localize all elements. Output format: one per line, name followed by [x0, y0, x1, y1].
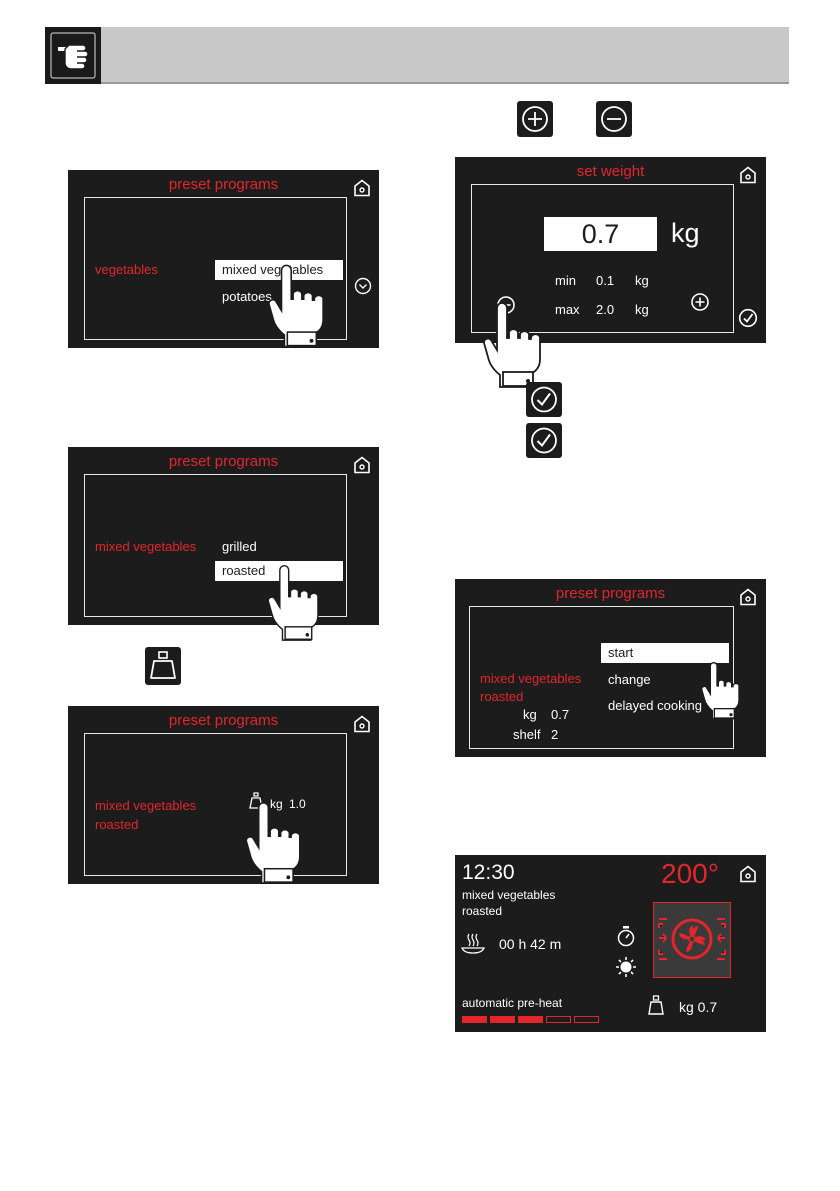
content-frame: mixed vegetables grilled roasted [84, 474, 347, 617]
home-icon[interactable] [738, 864, 758, 884]
preheat-segment [546, 1016, 571, 1023]
plus-button[interactable] [690, 292, 710, 312]
screen-title: preset programs [168, 176, 279, 193]
cooking-duration[interactable]: 00 h 42 m [499, 936, 562, 952]
weight-value: 1.0 [289, 797, 306, 811]
preheat-segment [462, 1016, 487, 1023]
chevron-down-icon[interactable] [354, 277, 372, 295]
option-start[interactable]: start [601, 643, 729, 663]
preheat-label: automatic pre-heat [462, 996, 563, 1010]
min-unit: kg [635, 273, 649, 288]
touch-hand-icon [244, 800, 304, 884]
touch-hand-icon [266, 563, 322, 641]
weight-icon [648, 995, 664, 1015]
max-unit: kg [635, 302, 649, 317]
preheat-segment [574, 1016, 599, 1023]
max-label: max [555, 302, 580, 317]
content-frame: mixed vegetables roasted kg 0.7 shelf 2 … [469, 606, 734, 749]
screen-title: preset programs [555, 585, 666, 602]
home-icon[interactable] [352, 455, 372, 475]
fan-icon [653, 902, 731, 978]
pointing-hand-icon [45, 27, 101, 84]
option-roasted[interactable]: roasted [215, 561, 343, 581]
check-icon [526, 382, 562, 417]
category-label: mixed vegetables [95, 539, 197, 554]
plus-icon [517, 101, 553, 137]
option-change[interactable]: change [608, 672, 651, 687]
timer-icon[interactable] [616, 925, 636, 947]
preset-programs-screen-1: preset programs vegetables mixed vegetab… [68, 170, 379, 348]
program-line-1: mixed vegetables [95, 798, 197, 813]
option-potatoes[interactable]: potatoes [222, 289, 272, 304]
category-label: vegetables [95, 262, 158, 277]
option-grilled[interactable]: grilled [222, 539, 257, 554]
screen-title: preset programs [168, 712, 279, 729]
preset-programs-screen-2: preset programs mixed vegetables grilled… [68, 447, 379, 641]
home-icon[interactable] [352, 714, 372, 734]
kg-label: kg [523, 707, 537, 722]
preheat-segment [518, 1016, 543, 1023]
preheat-segment [490, 1016, 515, 1023]
weight-icon [145, 647, 181, 685]
program-line-2: roasted [95, 817, 139, 832]
touch-hand-icon [483, 300, 543, 388]
shelf-label: shelf [513, 727, 541, 742]
program-line-2: roasted [462, 904, 503, 918]
preset-programs-screen-3: preset programs mixed vegetables roasted… [68, 706, 379, 884]
kg-value: 0.7 [551, 707, 570, 722]
content-frame: 0.7 kg min 0.1 kg max 2.0 kg [471, 184, 734, 333]
min-value: 0.1 [596, 273, 615, 288]
weight-readout: kg 0.7 [679, 999, 718, 1015]
check-icon[interactable] [738, 308, 758, 328]
min-label: min [555, 273, 576, 288]
cooking-status-screen: 12:30 200° mixed vegetables roasted 00 h… [455, 855, 766, 1032]
temperature-readout[interactable]: 200° [661, 858, 719, 889]
program-line-2: roasted [480, 689, 524, 704]
content-frame: mixed vegetables roasted kg 1.0 [84, 733, 347, 876]
clock-time: 12:30 [462, 861, 515, 884]
header-bar [45, 27, 789, 84]
preheat-progress-bar [462, 1016, 602, 1023]
option-mixed-vegetables[interactable]: mixed vegetables [215, 260, 343, 280]
program-line-1: mixed vegetables [462, 888, 556, 902]
home-icon[interactable] [738, 587, 758, 607]
home-icon[interactable] [738, 165, 758, 185]
weight-unit: kg [270, 797, 283, 811]
shelf-value: 2 [551, 727, 559, 742]
screen-title: preset programs [168, 453, 279, 470]
max-value: 2.0 [596, 302, 615, 317]
minus-icon [596, 101, 632, 137]
weight-value-field[interactable]: 0.7 [544, 217, 657, 251]
home-icon[interactable] [352, 178, 372, 198]
light-icon[interactable] [615, 956, 637, 978]
touch-hand-icon [701, 655, 741, 725]
screen-title: set weight [576, 163, 645, 180]
content-frame: vegetables mixed vegetables potatoes [84, 197, 347, 340]
preset-programs-summary-screen: preset programs mixed vegetables roasted… [455, 579, 766, 757]
check-icon [526, 423, 562, 458]
option-delayed-cooking[interactable]: delayed cooking [608, 698, 702, 713]
touch-hand-icon [268, 262, 326, 348]
steam-dish-icon [460, 932, 486, 954]
program-line-1: mixed vegetables [480, 671, 582, 686]
weight-unit: kg [671, 218, 700, 248]
